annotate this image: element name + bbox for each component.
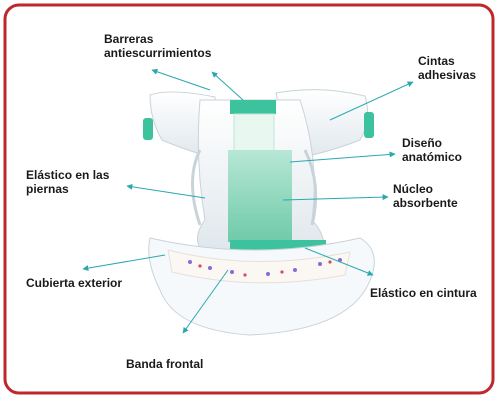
- label-banda: Banda frontal: [126, 357, 203, 371]
- label-barreras-line1: Barreras: [104, 32, 211, 46]
- label-nucleo-line2: absorbente: [393, 196, 458, 210]
- top-waist-band: [230, 100, 276, 114]
- label-cubierta: Cubierta exterior: [26, 276, 122, 290]
- label-elastico-piernas: Elástico en las piernas: [26, 168, 109, 196]
- label-diseno-line2: anatómico: [402, 150, 462, 164]
- label-elastico-cintura-line1: Elástico en cintura: [370, 286, 477, 300]
- label-banda-line1: Banda frontal: [126, 357, 203, 371]
- label-diseno-line1: Diseño: [402, 136, 462, 150]
- right-tape: [364, 112, 374, 138]
- label-nucleo-line1: Núcleo: [393, 182, 458, 196]
- label-elastico-piernas-line1: Elástico en las: [26, 168, 109, 182]
- absorbent-core: [228, 150, 292, 242]
- label-barreras-line2: antiescurrimientos: [104, 46, 211, 60]
- label-cintas: Cintas adhesivas: [418, 54, 476, 82]
- label-barreras: Barreras antiescurrimientos: [104, 32, 211, 60]
- label-cintas-line2: adhesivas: [418, 68, 476, 82]
- absorbent-core-upper: [234, 114, 274, 154]
- label-cubierta-line1: Cubierta exterior: [26, 276, 122, 290]
- label-elastico-cintura: Elástico en cintura: [370, 286, 477, 300]
- label-cintas-line1: Cintas: [418, 54, 476, 68]
- left-tape: [143, 118, 153, 140]
- label-nucleo: Núcleo absorbente: [393, 182, 458, 210]
- label-diseno: Diseño anatómico: [402, 136, 462, 164]
- label-elastico-piernas-line2: piernas: [26, 182, 109, 196]
